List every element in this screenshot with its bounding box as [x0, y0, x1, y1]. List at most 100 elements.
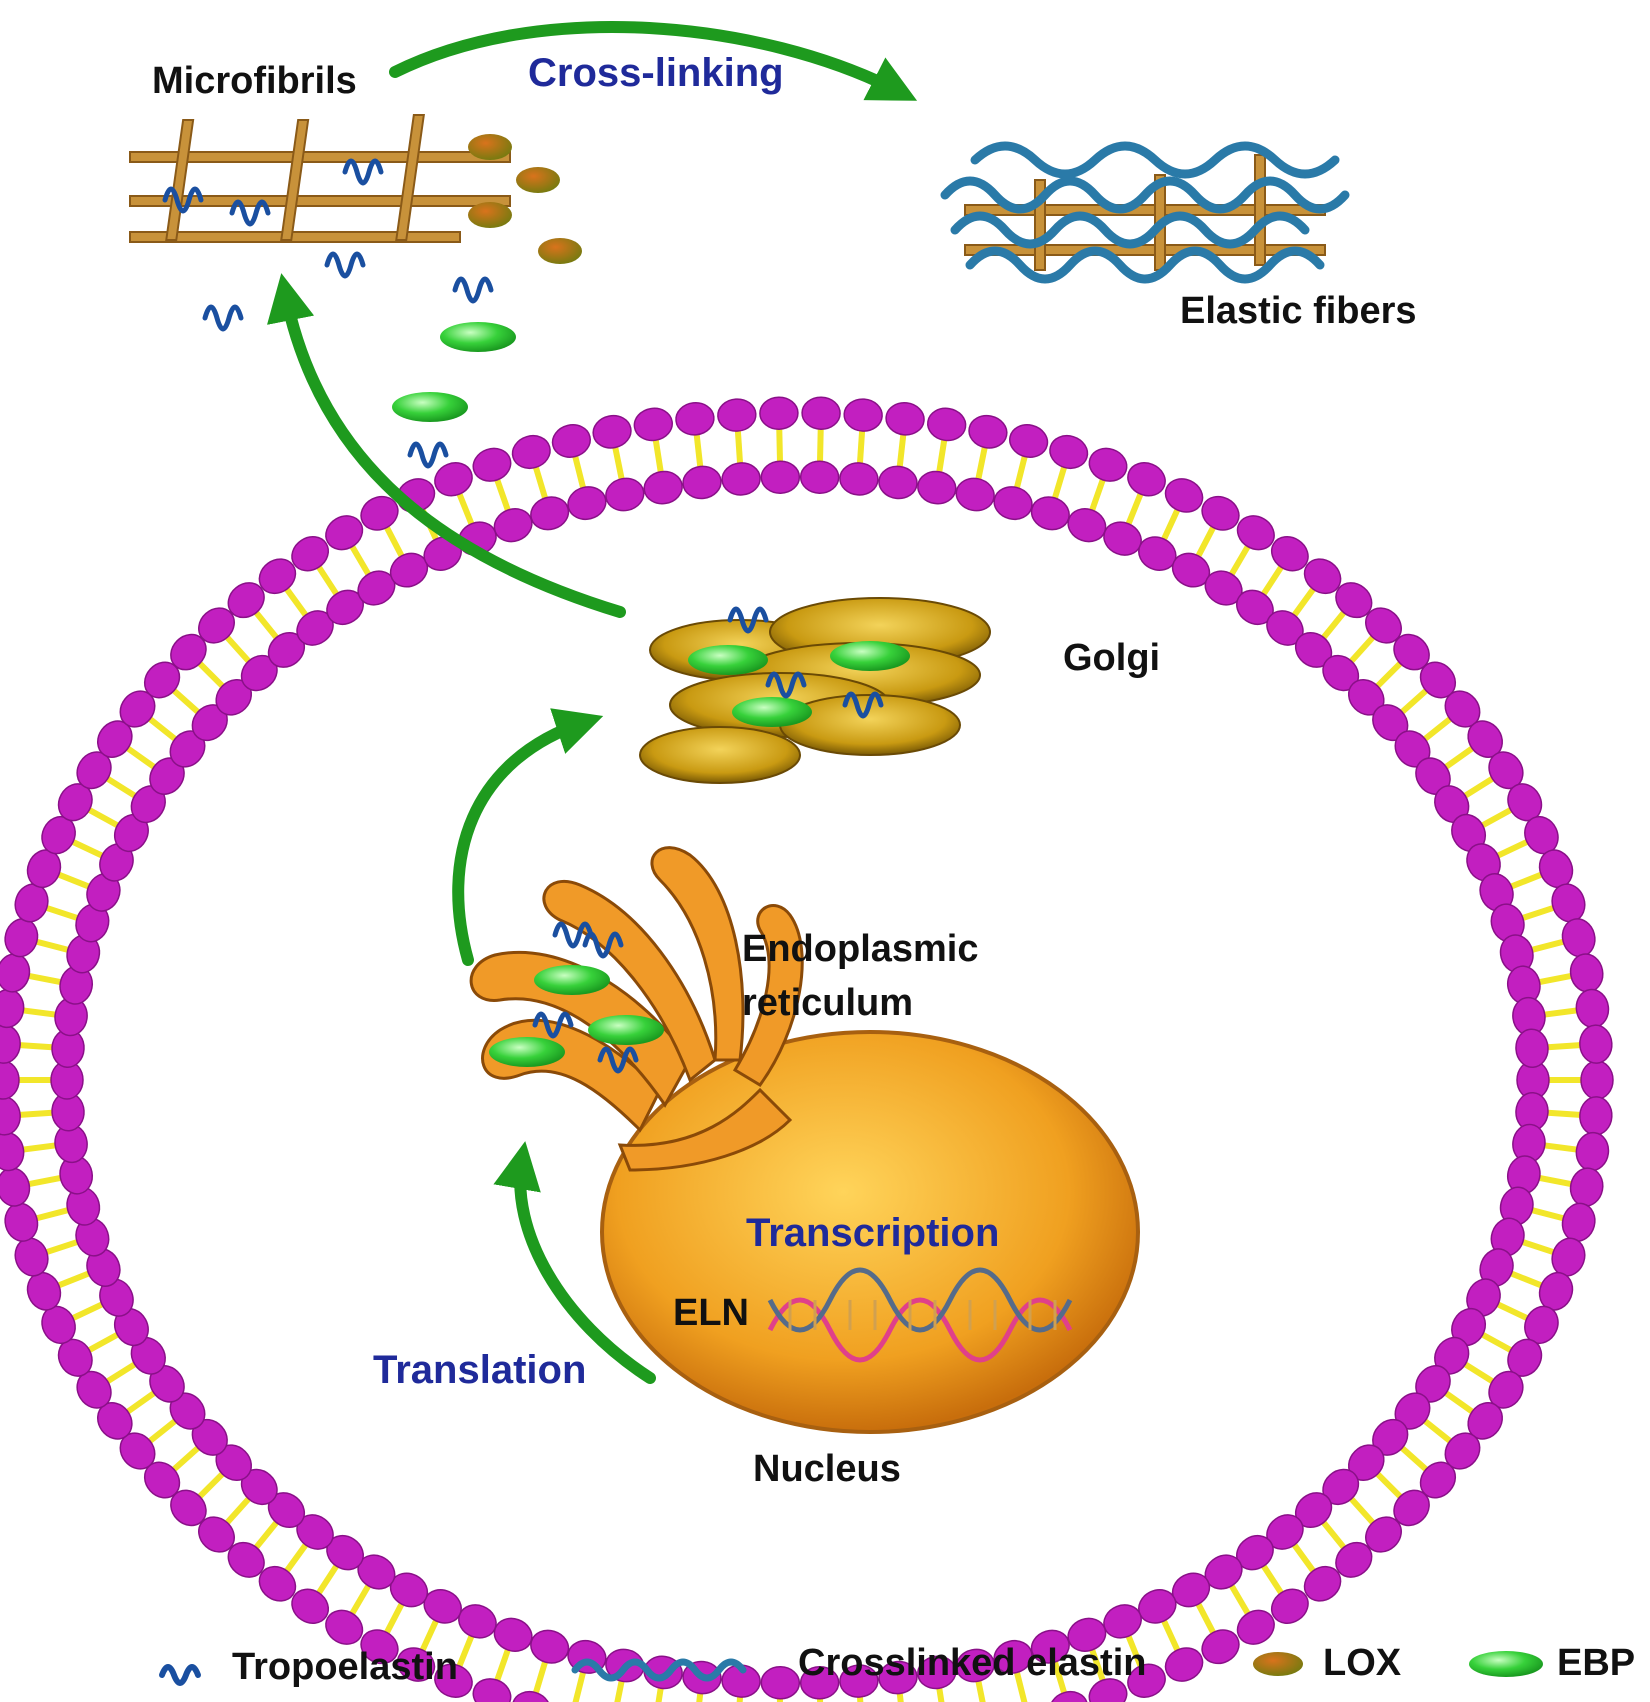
- lipid-tail: [32, 937, 73, 954]
- lipid-head: [4, 918, 39, 958]
- lipid-head: [511, 434, 551, 470]
- lipid-tail: [1318, 1517, 1349, 1553]
- lipid-head: [721, 462, 761, 496]
- legend-lox-icon: [1253, 1652, 1303, 1676]
- lipid-tail: [122, 1388, 159, 1417]
- transcription-label: Transcription: [746, 1211, 1000, 1255]
- lipid-head: [993, 486, 1033, 521]
- lipid-tail: [194, 658, 228, 691]
- lipid-tail: [493, 475, 512, 515]
- lipid-tail: [1397, 685, 1431, 717]
- lipid-tail: [1419, 714, 1455, 744]
- lipid-tail: [734, 426, 744, 468]
- lipid-tail: [145, 714, 181, 744]
- lipid-tail: [455, 1631, 476, 1671]
- lipid-head: [0, 1024, 21, 1064]
- lipid-tail: [222, 632, 254, 667]
- lipid-head: [1515, 1028, 1549, 1068]
- lipid-tail: [614, 1676, 626, 1702]
- lipid-head: [1067, 508, 1107, 543]
- lipid-head: [1127, 1663, 1166, 1698]
- lipid-tail: [935, 1683, 945, 1702]
- lipid-tail: [84, 1330, 123, 1355]
- lox: [468, 134, 512, 160]
- lipid-head: [0, 1131, 25, 1172]
- lipid-head: [1569, 953, 1604, 993]
- lipid-head: [396, 1647, 436, 1682]
- lipid-head: [843, 398, 883, 432]
- lox: [516, 167, 560, 193]
- lipid-tail: [611, 442, 626, 484]
- lipid-tail: [1258, 562, 1286, 599]
- lipid-tail: [531, 462, 550, 503]
- lipid-tail: [54, 1269, 94, 1290]
- lipid-tail: [1258, 1561, 1286, 1598]
- tropoelastin-icon: [552, 921, 594, 949]
- lipid-head: [325, 1609, 364, 1645]
- ebp: [830, 641, 910, 671]
- lipid-head: [472, 1678, 512, 1702]
- lipid-tail: [347, 1580, 373, 1619]
- lipid-tail: [1441, 1388, 1478, 1417]
- tropoelastin-icon: [532, 1011, 574, 1039]
- lipid-tail: [102, 774, 140, 801]
- lox: [468, 202, 512, 228]
- lipid-head: [1579, 1024, 1613, 1064]
- lipid-tail: [1477, 1330, 1516, 1355]
- ebp: [392, 392, 468, 422]
- lipid-head: [1164, 1647, 1204, 1682]
- lipid-tail: [1493, 837, 1532, 860]
- lipid-tail: [776, 1694, 784, 1702]
- lipid-head: [434, 1663, 473, 1698]
- tropoelastin-icon: [162, 186, 204, 214]
- lipid-tail: [1460, 1359, 1498, 1386]
- lipid-head: [360, 1629, 399, 1665]
- lipid-tail: [68, 837, 107, 860]
- er-label-line2: reticulum: [742, 982, 914, 1024]
- lipid-head: [0, 1096, 21, 1136]
- lipid-head: [227, 582, 265, 619]
- lipid-head: [4, 1202, 39, 1242]
- golgi-label: Golgi: [1063, 637, 1161, 679]
- lipid-tail: [1441, 743, 1478, 772]
- lipid-head: [927, 407, 967, 442]
- er-to-golgi-arrow: [452, 708, 604, 966]
- lipid-head: [885, 402, 925, 436]
- lipid-tail: [1318, 607, 1349, 643]
- lipid-tail: [194, 1469, 228, 1502]
- lipid-tail: [816, 425, 824, 466]
- lipid-head: [955, 1648, 995, 1683]
- lipid-head: [760, 1666, 801, 1700]
- lipid-tail: [54, 870, 94, 891]
- lipid-tail: [455, 489, 476, 529]
- lipid-head: [760, 460, 801, 494]
- lipid-head: [675, 402, 715, 436]
- lipid-tail: [655, 1683, 665, 1702]
- lipid-tail: [736, 1692, 744, 1702]
- lipid-tail: [19, 1006, 60, 1019]
- lipid-tail: [222, 1493, 254, 1528]
- tropoelastin-icon: [342, 158, 384, 186]
- lipid-head: [1579, 1096, 1613, 1136]
- lipid-head: [1127, 462, 1166, 497]
- er-label-line1: Endoplasmic: [742, 928, 979, 970]
- lipid-tail: [24, 1174, 65, 1188]
- lipid-tail: [1013, 1667, 1028, 1702]
- lipid-head: [801, 396, 841, 430]
- lipid-tail: [1088, 1645, 1107, 1685]
- lipid-head: [1561, 918, 1596, 958]
- lipid-tail: [1346, 1493, 1378, 1528]
- lipid-head: [551, 424, 591, 458]
- lipid-tail: [1506, 1269, 1546, 1290]
- tropoelastin-icon: [842, 691, 884, 719]
- elastic-fibers-label: Elastic fibers: [1180, 290, 1417, 332]
- lox: [538, 238, 582, 264]
- lipid-tail: [1397, 1443, 1431, 1475]
- lipid-tail: [531, 1657, 550, 1698]
- lipid-tail: [696, 1689, 704, 1702]
- translation-label: Translation: [373, 1348, 587, 1392]
- lipid-tail: [1493, 1300, 1532, 1323]
- lipid-head: [759, 396, 799, 430]
- lipid-head: [1236, 515, 1275, 551]
- lipid-head: [1335, 1541, 1373, 1578]
